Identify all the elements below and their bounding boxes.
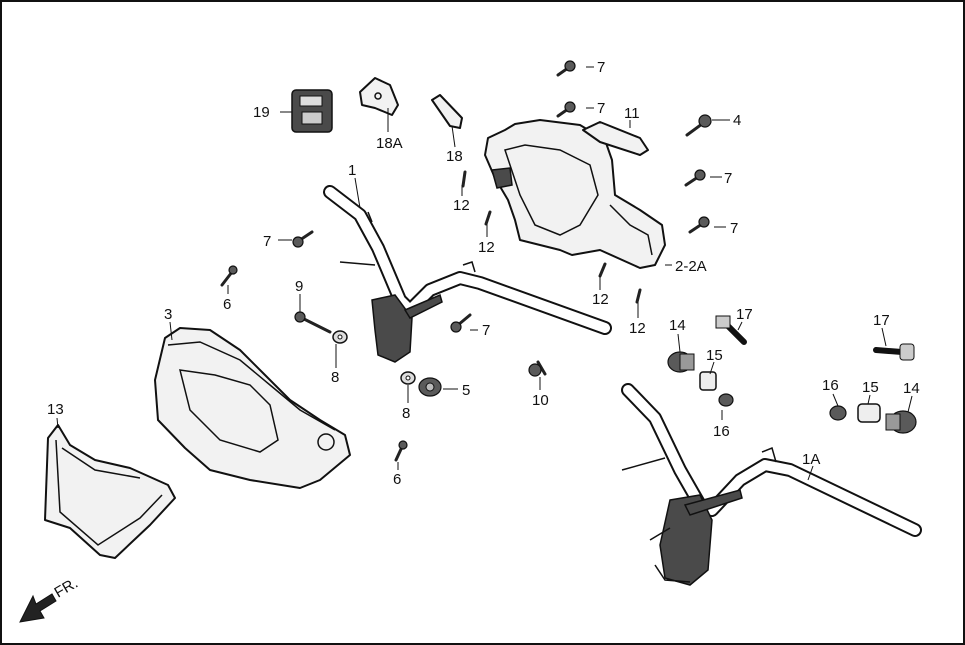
callout-10: 10 — [532, 392, 549, 409]
part-12-screw-b — [484, 210, 492, 226]
callout-12-d: 12 — [629, 320, 646, 337]
part-8-washer-b — [400, 371, 416, 385]
callout-7-c: 7 — [724, 170, 732, 187]
part-19-switch — [291, 89, 333, 133]
callout-6-b: 6 — [393, 471, 401, 488]
part-1-handlebar — [323, 185, 612, 363]
part-11-cap — [582, 121, 649, 156]
part-17-bolt-a — [715, 315, 747, 345]
part-7-bolt-center — [450, 313, 472, 333]
callout-1a: 1A — [802, 451, 820, 468]
callout-7-e: 7 — [263, 233, 271, 250]
part-12-screw-d — [635, 288, 642, 304]
part-18-plate — [431, 94, 463, 129]
callout-8-b: 8 — [402, 405, 410, 422]
callout-2-2a: 2-2A — [675, 258, 707, 275]
part-12-screw-c — [598, 262, 607, 278]
part-18a-bracket — [359, 77, 399, 116]
callout-17-b: 17 — [873, 312, 890, 329]
part-5-nut — [418, 377, 442, 397]
part-17-bolt-b — [873, 343, 915, 361]
callout-8-a: 8 — [331, 369, 339, 386]
part-1a-handlebar — [621, 383, 922, 586]
callout-14-a: 14 — [669, 317, 686, 334]
callout-labels: 1 1A 2-2A 3 4 5 6 6 7 7 7 7 7 7 8 8 9 10… — [47, 59, 920, 488]
callout-7-d: 7 — [730, 220, 738, 237]
part-7-bolt-left — [292, 230, 314, 248]
part-8-washer-a — [332, 330, 348, 344]
part-14-bar-end-a — [667, 351, 695, 373]
front-arrow-icon — [19, 593, 57, 623]
callout-14-b: 14 — [903, 380, 920, 397]
part-10-bolt — [528, 360, 547, 377]
part-16-nut-b — [829, 405, 847, 421]
callout-7-b: 7 — [597, 100, 605, 117]
part-7-bolt-upper — [556, 101, 576, 118]
callout-16-a: 16 — [713, 423, 730, 440]
part-6-screw-a — [220, 265, 238, 287]
part-14-bar-end-b — [885, 410, 917, 434]
callout-1: 1 — [348, 162, 356, 179]
part-3-handlebar-front-cover — [154, 327, 351, 489]
callout-16-b: 16 — [822, 377, 839, 394]
part-7-bolt-right-b — [688, 216, 710, 234]
part-4-bolt — [685, 114, 712, 137]
callout-12-b: 12 — [478, 239, 495, 256]
callout-12-c: 12 — [592, 291, 609, 308]
part-9-bolt — [294, 311, 332, 334]
leader-lines — [56, 66, 913, 481]
callout-4: 4 — [733, 112, 741, 129]
callout-15-b: 15 — [862, 379, 879, 396]
part-2-rear-cover — [484, 119, 666, 269]
callout-17-a: 17 — [736, 306, 753, 323]
callout-18a: 18A — [376, 135, 403, 152]
callout-12-a: 12 — [453, 197, 470, 214]
callout-6-a: 6 — [223, 296, 231, 313]
callout-19: 19 — [253, 104, 270, 121]
callout-9: 9 — [295, 278, 303, 295]
callout-18: 18 — [446, 148, 463, 165]
part-12-screw-a — [461, 170, 467, 188]
part-7-bolt-top — [556, 60, 576, 77]
part-13-front-cover — [44, 424, 176, 559]
callout-7-f: 7 — [482, 322, 490, 339]
part-7-bolt-right-a — [684, 169, 706, 187]
callout-11: 11 — [624, 105, 640, 122]
callout-7-a: 7 — [597, 59, 605, 76]
part-15-spacer-a — [699, 371, 717, 391]
callout-3: 3 — [164, 306, 172, 323]
part-6-screw-b — [394, 440, 408, 462]
part-16-nut-a — [718, 393, 734, 407]
callout-13: 13 — [47, 401, 64, 418]
part-15-spacer-b — [857, 403, 881, 423]
callout-15-a: 15 — [706, 347, 723, 364]
callout-5: 5 — [462, 382, 470, 399]
